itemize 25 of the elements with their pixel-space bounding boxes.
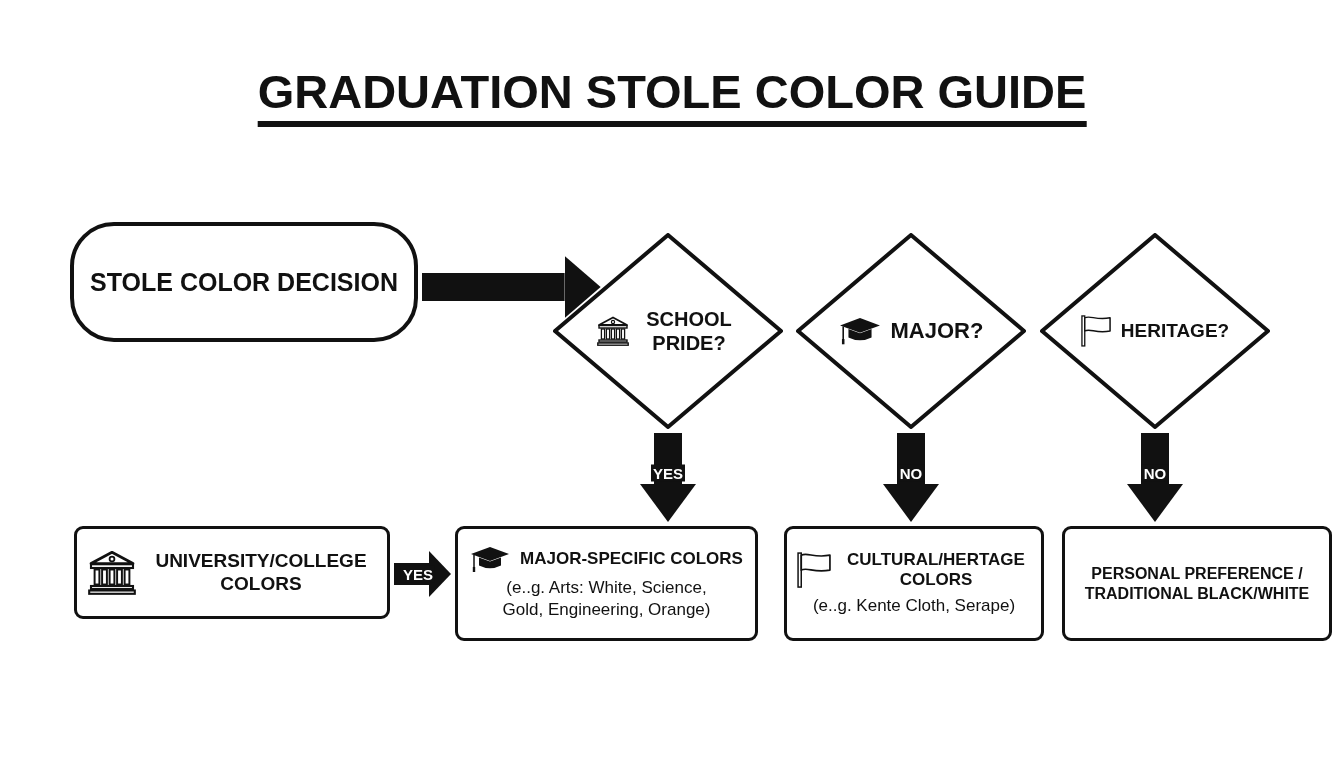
outcome-box <box>1062 526 1332 641</box>
arrow <box>394 551 451 597</box>
box-heading: UNIVERSITY/COLLEGE COLORS <box>154 549 368 596</box>
arrow <box>1127 433 1183 522</box>
outcome-box <box>784 526 1044 641</box>
arrow <box>883 433 939 522</box>
title: GRADUATION STOLE COLOR GUIDE <box>257 66 1087 127</box>
decision-diamond <box>796 233 1026 429</box>
outcome-box <box>74 526 390 619</box>
outcome-box <box>455 526 758 641</box>
decision-diamond <box>1040 233 1270 429</box>
box-heading: MAJOR-SPECIFIC COLORS <box>520 549 743 570</box>
box-label: STOLE COLOR DECISION <box>90 267 398 297</box>
start-box <box>70 222 418 342</box>
box-heading: CULTURAL/HERTAGE COLORS <box>846 550 1026 591</box>
box-heading: PERSONAL PREFERENCE / TRADITIONAL BLACK/WHITE <box>1083 564 1311 603</box>
example-text: (e..g. Kente Cloth, Serape) <box>812 594 1016 617</box>
decision-label: MAJOR? <box>890 317 984 345</box>
decision-label: SCHOOL PRIDE? <box>645 307 733 355</box>
arrow <box>422 256 601 318</box>
decision-label: HERITAGE? <box>1120 319 1230 343</box>
example-text: (e..g. Arts: White, Science, Gold, Engineering, Orange) <box>501 576 712 621</box>
edge-label: YES <box>651 464 685 482</box>
decision-diamond <box>553 233 783 429</box>
arrow <box>640 433 696 522</box>
